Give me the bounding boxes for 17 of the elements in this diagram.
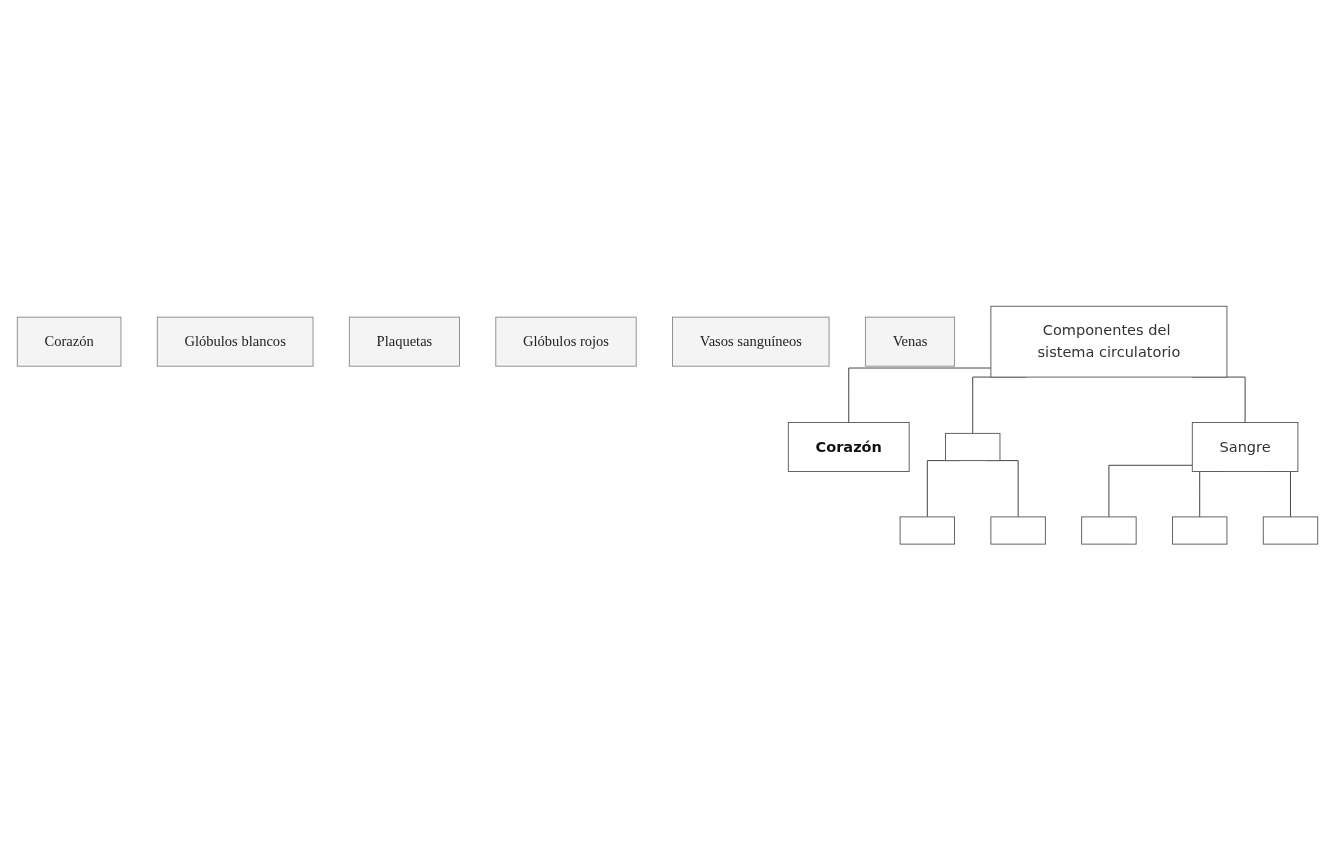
node-box <box>1081 516 1137 545</box>
node-box: Plaquetas <box>348 316 460 367</box>
connector <box>848 367 992 423</box>
node-box: Componentes del sistema circulatorio <box>990 305 1228 378</box>
node-box <box>899 516 956 545</box>
node-box <box>990 516 1046 545</box>
connector <box>1108 464 1193 518</box>
node-box <box>1262 516 1319 545</box>
node-box: Glóbulos rojos <box>495 316 637 367</box>
node-box: Corazón <box>787 421 910 472</box>
node-box <box>945 432 1001 461</box>
node-box: Venas <box>864 316 956 367</box>
node-box: Glóbulos blancos <box>156 316 314 367</box>
node-box: Corazón <box>16 316 122 367</box>
node-box <box>1172 516 1228 545</box>
node-box: Vasos sanguíneos <box>672 316 830 367</box>
node-box: Sangre <box>1191 421 1299 472</box>
